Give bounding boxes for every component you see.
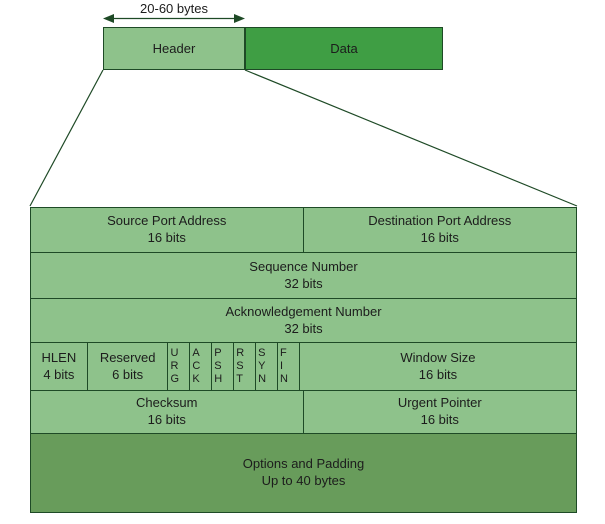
cell-options-padding: Options and Padding Up to 40 bytes [31, 434, 576, 512]
cell-flag-rst: RST [234, 343, 257, 390]
cell-flag-fin: FIN [278, 343, 300, 390]
cell-flag-ack: ACK [190, 343, 213, 390]
flag-label-syn: SYN [258, 347, 267, 385]
flag-label-fin: FIN [280, 347, 288, 385]
table-row-options: Options and Padding Up to 40 bytes [31, 434, 576, 512]
cell-sub: Up to 40 bytes [261, 473, 346, 488]
flag-label-rst: RST [236, 347, 245, 385]
cell-title: Reserved [99, 349, 156, 365]
cell-title: Sequence Number [249, 258, 358, 274]
table-row-ports: Source Port Address 16 bits Destination … [31, 208, 576, 253]
cell-title: Options and Padding [242, 456, 365, 472]
cell-title: Checksum [136, 395, 198, 411]
cell-flag-psh: PSH [212, 343, 235, 390]
cell-title: Source Port Address [107, 213, 227, 229]
cell-urgent-pointer: Urgent Pointer 16 bits [304, 391, 577, 433]
header-box: Header [103, 27, 245, 70]
flag-label-urg: URG [170, 347, 180, 385]
right-diagonal-line [244, 69, 578, 207]
table-row-acknowledgement: Acknowledgement Number 32 bits [31, 299, 576, 343]
cell-hlen: HLEN 4 bits [31, 343, 88, 390]
cell-window-size: Window Size 16 bits [300, 343, 576, 390]
tcp-header-table: Source Port Address 16 bits Destination … [30, 207, 577, 513]
cell-sub: 4 bits [43, 366, 75, 382]
cell-sub: 16 bits [147, 230, 186, 245]
header-box-label: Header [152, 41, 196, 56]
cell-title: Window Size [400, 349, 476, 365]
cell-flag-urg: URG [168, 343, 191, 390]
cell-title: Destination Port Address [368, 213, 512, 229]
cell-acknowledgement-number: Acknowledgement Number 32 bits [31, 299, 576, 342]
data-box: Data [245, 27, 443, 70]
cell-sub: 16 bits [420, 230, 459, 245]
cell-sub: 32 bits [284, 320, 323, 336]
cell-source-port: Source Port Address 16 bits [31, 208, 304, 252]
data-box-label: Data [330, 41, 358, 56]
cell-sub: 16 bits [147, 412, 186, 427]
cell-sequence-number: Sequence Number 32 bits [31, 253, 576, 298]
cell-title: Acknowledgement Number [225, 303, 382, 319]
cell-title: Urgent Pointer [397, 395, 482, 411]
cell-sub: 32 bits [284, 275, 323, 291]
cell-sub: 6 bits [112, 366, 144, 382]
cell-reserved: Reserved 6 bits [88, 343, 169, 390]
table-row-flags: HLEN 4 bits Reserved 6 bits URG ACK PSH … [31, 343, 576, 391]
cell-destination-port: Destination Port Address 16 bits [304, 208, 577, 252]
left-diagonal-line [29, 69, 104, 207]
cell-flag-syn: SYN [256, 343, 279, 390]
table-row-checksum: Checksum 16 bits Urgent Pointer 16 bits [31, 391, 576, 434]
size-label: 20-60 bytes [140, 1, 208, 16]
cell-sub: 16 bits [418, 366, 458, 382]
cell-title: HLEN [41, 349, 77, 365]
flag-label-ack: ACK [192, 347, 201, 385]
cell-checksum: Checksum 16 bits [31, 391, 304, 433]
flag-label-psh: PSH [214, 347, 223, 385]
table-row-sequence: Sequence Number 32 bits [31, 253, 576, 299]
cell-sub: 16 bits [420, 412, 459, 427]
